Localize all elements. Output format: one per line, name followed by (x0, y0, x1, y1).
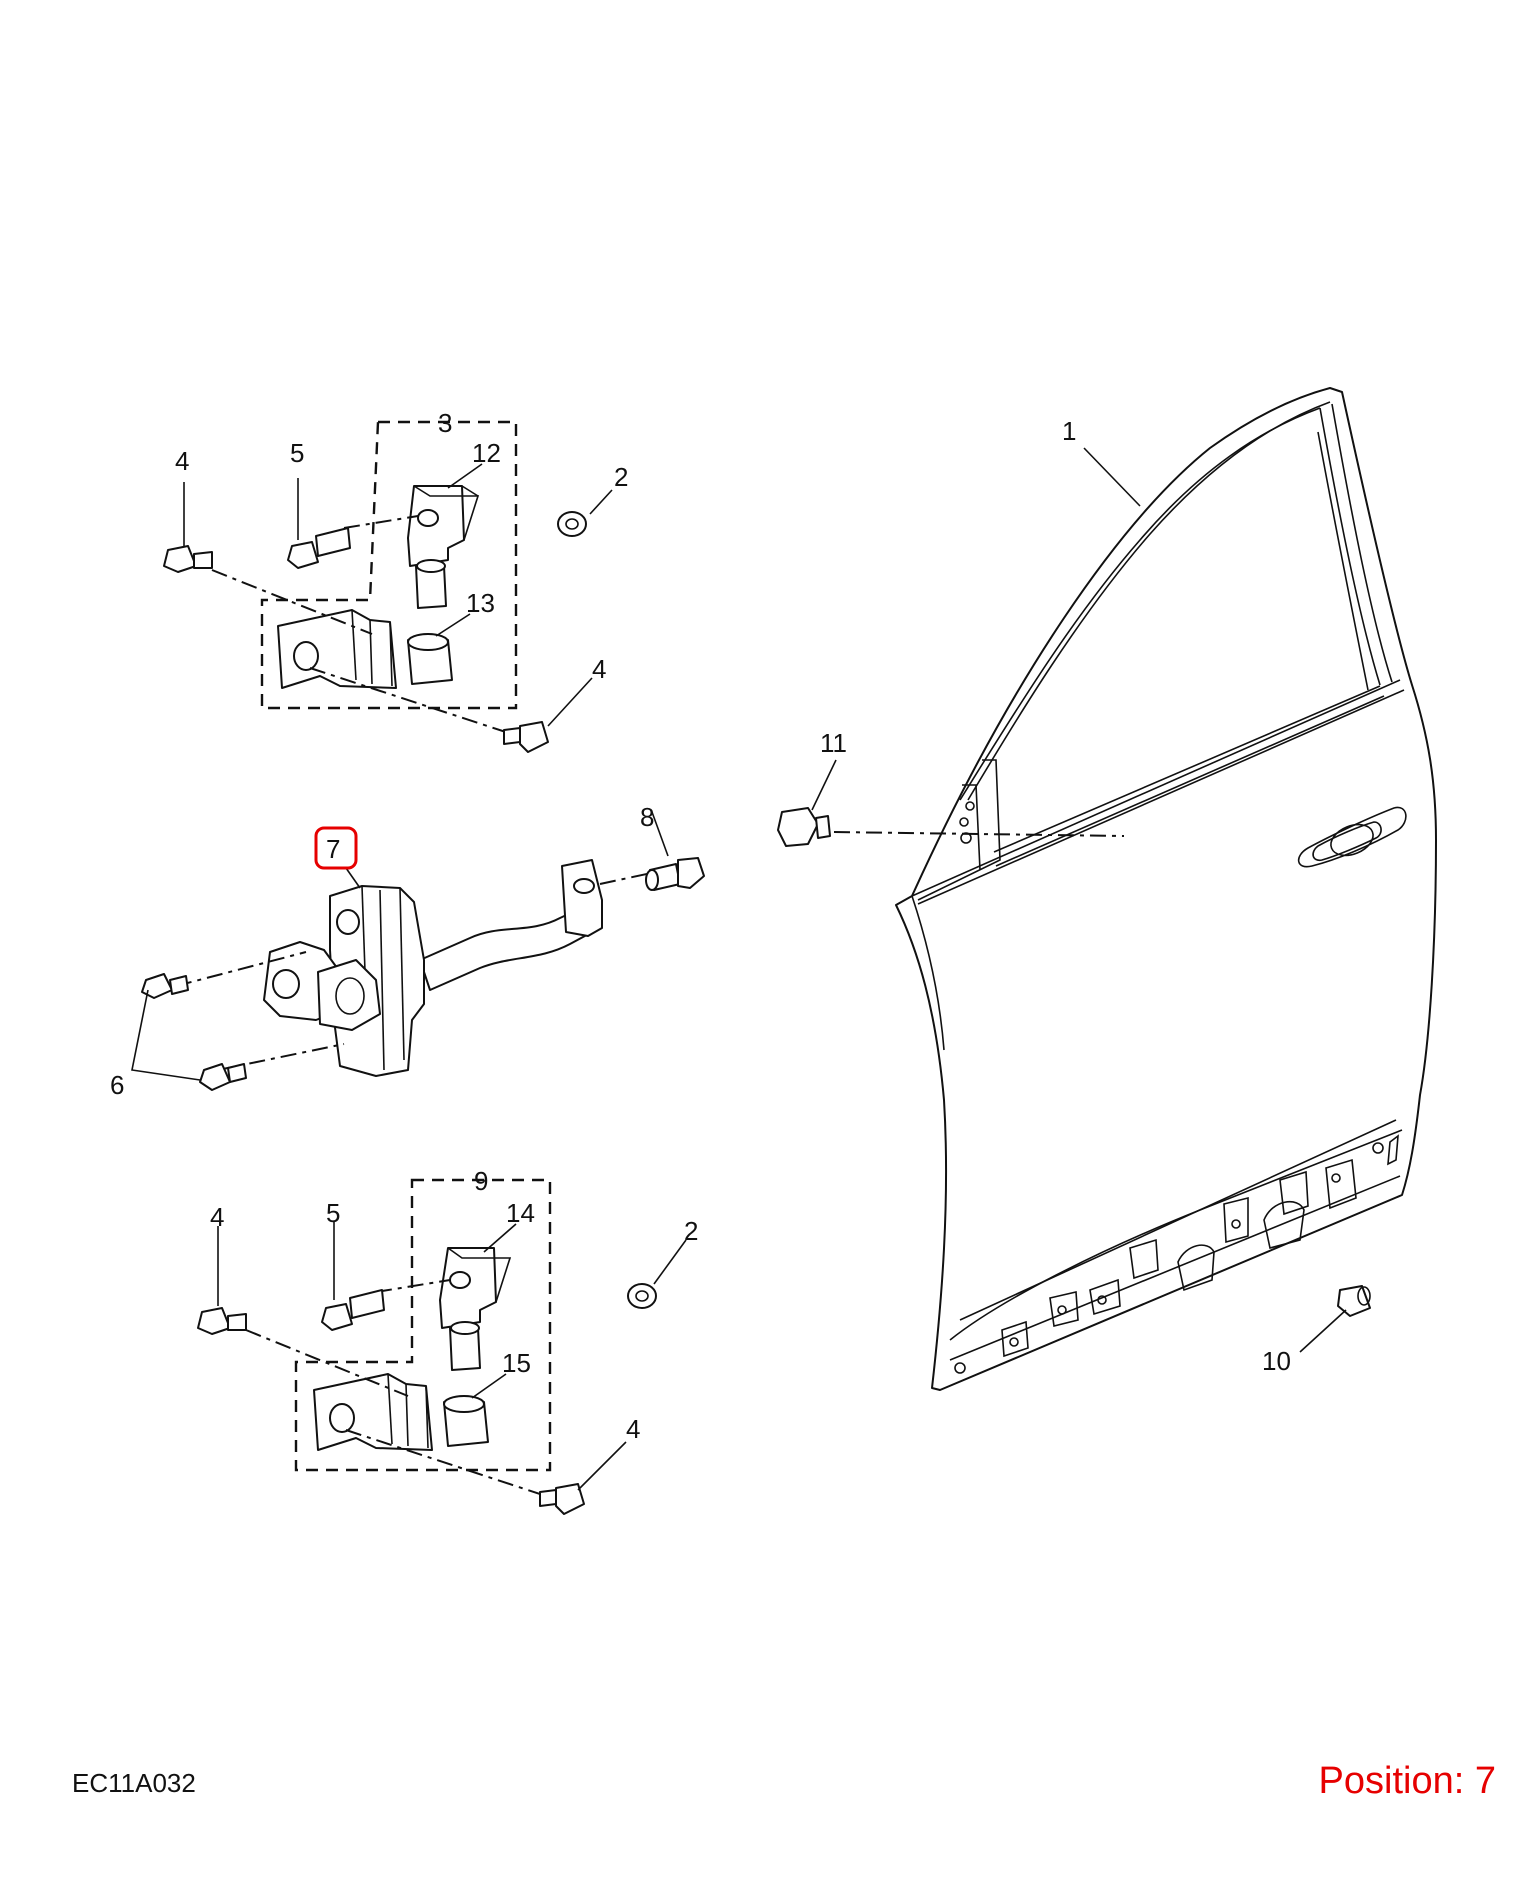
front-door-shell[interactable] (895, 387, 1437, 1391)
bolt-5-upper[interactable] (287, 527, 351, 569)
bolt-6-upper[interactable] (141, 973, 189, 999)
callout-6[interactable]: 6 (110, 1070, 124, 1100)
callout-2-lower[interactable]: 2 (684, 1216, 698, 1246)
callout-10[interactable]: 10 (1262, 1346, 1291, 1376)
highlight-box (314, 826, 358, 870)
callout-3[interactable]: 3 (438, 408, 452, 438)
callout-7[interactable]: 7 (326, 834, 340, 864)
bolt-8[interactable] (645, 857, 705, 891)
callout-4-lower-left[interactable]: 4 (210, 1202, 224, 1232)
callout-5-lower[interactable]: 5 (326, 1198, 340, 1228)
position-label: Position: 7 (1318, 1760, 1496, 1802)
callout-4-upper-left[interactable]: 4 (175, 446, 189, 476)
callout-5-upper[interactable]: 5 (290, 438, 304, 468)
leader-lines (131, 447, 1347, 1491)
bolt-4-upper-left[interactable] (163, 545, 213, 573)
bolt-4-lower-left[interactable] (197, 1307, 247, 1335)
bolt-4-lower-right[interactable] (539, 1483, 585, 1515)
callout-13[interactable]: 13 (466, 588, 495, 618)
callout-2-upper[interactable]: 2 (614, 462, 628, 492)
door-check-strap[interactable] (263, 859, 603, 1077)
plug-10[interactable] (1337, 1285, 1371, 1317)
diagram-code: EC11A032 (72, 1768, 196, 1798)
callout-4-upper-right[interactable]: 4 (592, 654, 606, 684)
callout-9[interactable]: 9 (474, 1166, 488, 1196)
callout-1[interactable]: 1 (1062, 416, 1076, 446)
callout-12[interactable]: 12 (472, 438, 501, 468)
bolt-6-lower[interactable] (199, 1063, 247, 1091)
callout-4-lower-right[interactable]: 4 (626, 1414, 640, 1444)
bolt-5-lower[interactable] (321, 1289, 385, 1331)
nut-2-upper[interactable] (557, 511, 587, 537)
callout-14[interactable]: 14 (506, 1198, 535, 1228)
callout-11[interactable]: 11 (820, 728, 847, 758)
callout-15[interactable]: 15 (502, 1348, 531, 1378)
upper-hinge-group[interactable] (260, 420, 518, 710)
bolt-4-upper-right[interactable] (503, 721, 549, 753)
callout-8[interactable]: 8 (640, 802, 654, 832)
nut-2-lower[interactable] (627, 1283, 657, 1309)
bolt-11[interactable] (777, 807, 831, 847)
